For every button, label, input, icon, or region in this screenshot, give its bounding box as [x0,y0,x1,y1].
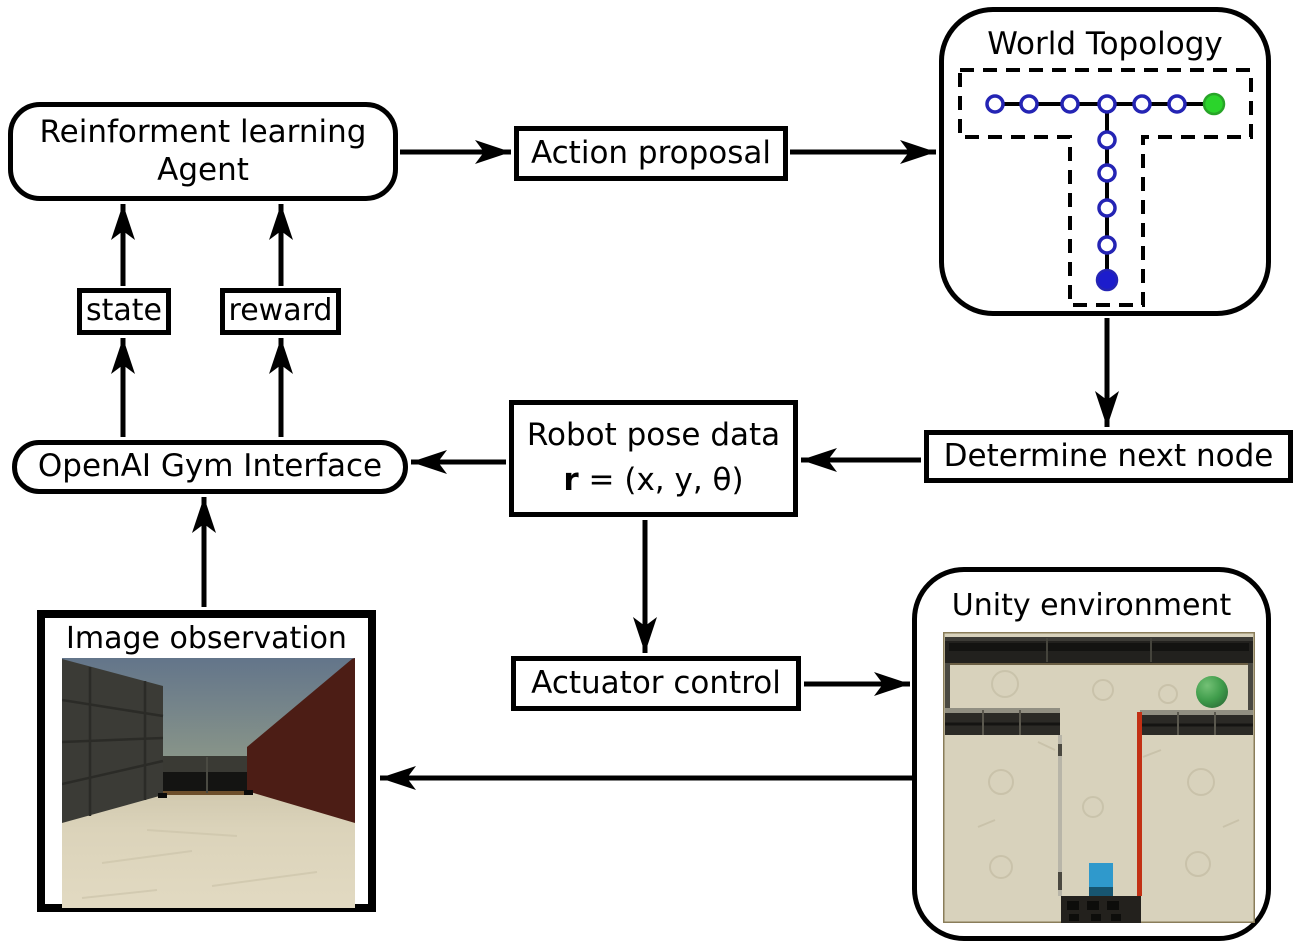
topology-node [1097,163,1117,183]
robot-pose-label: Robot pose data [526,417,781,454]
agent-box: Reinforment learning Agent [8,102,398,201]
agent-label-line2: Agent [157,151,249,188]
world-topology-title: World Topology [987,26,1223,62]
unity-bottom-wall [1061,896,1141,923]
image-observation-box: Image observation [37,610,376,912]
unity-red-divider [1137,712,1142,896]
state-label: state [86,293,162,329]
unity-agent-cube-base [1089,887,1113,896]
action-proposal-box: Action proposal [514,126,788,181]
unity-agent-cube [1089,863,1113,887]
topology-node [1132,94,1152,114]
topology-graph [958,68,1253,307]
reward-label: reward [228,293,333,329]
obs-floor-mark-right [244,790,253,795]
topology-node [1097,235,1117,255]
reward-box: reward [220,288,341,335]
topology-node [1167,94,1187,114]
robot-pose-formula: r = (x, y, θ) [563,462,743,500]
image-observation-title: Image observation [66,621,347,656]
pose-vector-symbol: r [563,462,579,498]
state-box: state [77,288,171,335]
unity-goal-sphere [1196,676,1228,708]
topology-node [1097,198,1117,218]
agent-label-line1: Reinforment learning [39,113,367,150]
topology-node [985,94,1005,114]
determine-next-node-label: Determine next node [943,437,1274,474]
obs-floor-mark-left [158,793,167,798]
action-proposal-label: Action proposal [530,134,772,171]
unity-environment-title: Unity environment [951,588,1232,623]
unity-left-mid-wall [945,708,1060,735]
obs-right-wall [247,658,355,823]
unity-right-mid-wall [1140,710,1253,735]
observation-image [62,658,355,908]
topology-node-junction [1097,94,1117,114]
robot-pose-box: Robot pose data r = (x, y, θ) [509,400,798,517]
actuator-control-box: Actuator control [511,656,801,711]
topology-node [1019,94,1039,114]
determine-next-node-box: Determine next node [924,430,1293,483]
unity-environment-box: Unity environment [912,567,1271,941]
topology-start-node [1095,268,1119,292]
topology-goal-node [1202,92,1226,116]
gym-interface-box: OpenAI Gym Interface [12,440,408,494]
unity-image [943,632,1255,923]
topology-dashed-boundary [958,68,1253,307]
unity-corridor-wall [1058,735,1062,896]
topology-node [1060,94,1080,114]
gym-interface-label: OpenAI Gym Interface [37,448,383,485]
world-topology-box: World Topology [939,7,1271,316]
pose-vector-components: = (x, y, θ) [578,462,744,498]
actuator-control-label: Actuator control [531,664,781,701]
topology-node [1097,130,1117,150]
